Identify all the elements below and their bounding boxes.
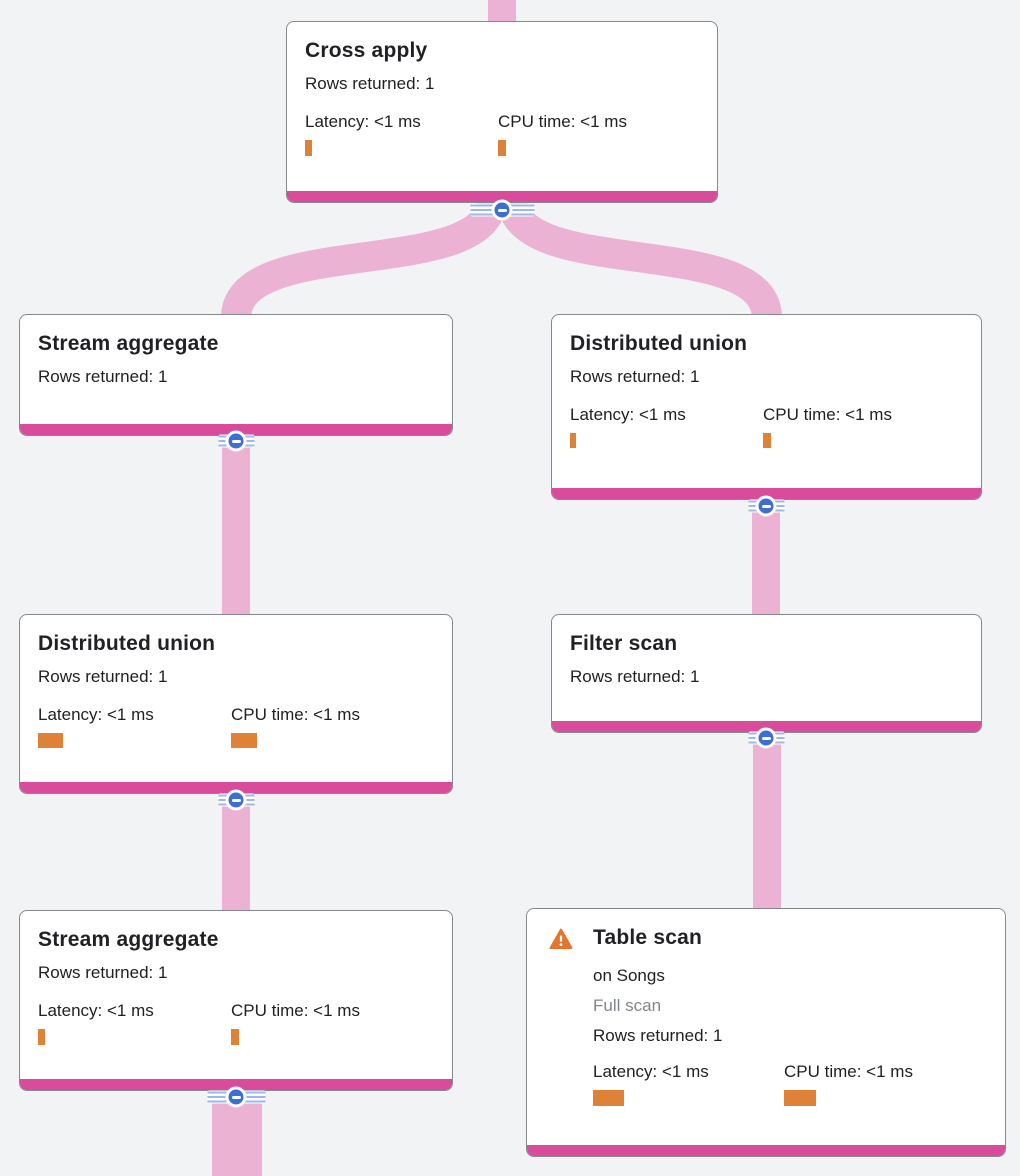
plan-node-stream-aggregate-bottom[interactable]: Stream aggregate Rows returned: 1 Latenc… — [19, 910, 453, 1091]
plan-node-cross-apply[interactable]: Cross apply Rows returned: 1 Latency: <1… — [286, 21, 718, 203]
link-filter-scan-to-table-scan — [753, 731, 781, 910]
collapse-button[interactable] — [218, 789, 254, 811]
cpu-bar — [231, 733, 257, 748]
node-metrics: Latency: <1 ms CPU time: <1 ms — [38, 702, 434, 748]
node-title: Stream aggregate — [38, 928, 219, 951]
node-accent-bar — [287, 191, 717, 202]
latency-bar — [570, 433, 576, 448]
node-title: Filter scan — [570, 632, 678, 655]
latency-metric: Latency: <1 ms — [38, 702, 231, 748]
rows-returned: Rows returned: 1 — [570, 667, 700, 686]
cpu-bar — [763, 433, 771, 448]
node-accent-bar — [20, 1079, 452, 1090]
cpu-metric: CPU time: <1 ms — [231, 998, 424, 1045]
link-stream-aggregate-to-distributed-union — [222, 434, 250, 616]
node-accent-bar — [527, 1145, 1005, 1156]
rows-returned: Rows returned: 1 — [570, 367, 700, 386]
collapse-button[interactable] — [218, 430, 254, 452]
plan-node-filter-scan[interactable]: Filter scan Rows returned: 1 — [551, 614, 982, 733]
rows-returned: Rows returned: 1 — [38, 963, 168, 982]
rows-returned: Rows returned: 1 — [38, 367, 168, 386]
collapse-button[interactable] — [207, 1086, 265, 1108]
cpu-metric: CPU time: <1 ms — [784, 1059, 975, 1106]
node-accent-bar — [20, 424, 452, 435]
collapse-button[interactable] — [748, 727, 784, 749]
minus-icon — [225, 1086, 247, 1108]
node-title: Distributed union — [38, 632, 216, 655]
latency-metric: Latency: <1 ms — [305, 109, 498, 156]
link-into-cross-apply — [488, 0, 516, 23]
link-cross-apply-to-distributed-union — [497, 195, 782, 320]
collapse-button[interactable] — [748, 495, 784, 517]
latency-bar — [593, 1090, 624, 1106]
node-title: Cross apply — [305, 39, 428, 62]
latency-metric: Latency: <1 ms — [38, 998, 231, 1045]
latency-metric: Latency: <1 ms — [570, 402, 763, 448]
node-metrics: Latency: <1 ms CPU time: <1 ms — [570, 402, 963, 448]
node-metrics: Latency: <1 ms CPU time: <1 ms — [38, 998, 434, 1045]
plan-node-distributed-union-right[interactable]: Distributed union Rows returned: 1 Laten… — [551, 314, 982, 500]
scan-target: on Songs — [593, 966, 665, 985]
link-cross-apply-to-stream-aggregate — [221, 195, 507, 320]
warning-triangle-icon — [549, 928, 573, 950]
cpu-metric: CPU time: <1 ms — [231, 702, 424, 748]
node-accent-bar — [20, 782, 452, 793]
cpu-bar — [498, 140, 506, 156]
link-distributed-union-to-filter-scan — [752, 498, 780, 616]
rows-returned: Rows returned: 1 — [593, 1026, 723, 1045]
cpu-bar — [231, 1029, 239, 1045]
node-title: Stream aggregate — [38, 332, 219, 355]
minus-icon — [225, 789, 247, 811]
node-title: Distributed union — [570, 332, 748, 355]
plan-node-distributed-union-left[interactable]: Distributed union Rows returned: 1 Laten… — [19, 614, 453, 794]
latency-metric: Latency: <1 ms — [593, 1059, 784, 1106]
rows-returned: Rows returned: 1 — [38, 667, 168, 686]
node-accent-bar — [552, 721, 981, 732]
node-title: Table scan — [593, 926, 702, 949]
link-distributed-union-to-stream-aggregate — [222, 792, 250, 912]
latency-bar — [38, 1029, 45, 1045]
scan-type: Full scan — [593, 996, 662, 1015]
plan-node-stream-aggregate-top[interactable]: Stream aggregate Rows returned: 1 — [19, 314, 453, 436]
node-metrics: Latency: <1 ms CPU time: <1 ms — [593, 1059, 975, 1106]
cpu-bar — [784, 1090, 816, 1106]
node-metrics: Latency: <1 ms CPU time: <1 ms — [305, 109, 699, 156]
latency-bar — [305, 140, 312, 156]
minus-icon — [755, 495, 777, 517]
minus-icon — [755, 727, 777, 749]
minus-icon — [491, 199, 513, 221]
cpu-metric: CPU time: <1 ms — [763, 402, 956, 448]
minus-icon — [225, 430, 247, 452]
collapse-button[interactable] — [470, 199, 534, 221]
node-accent-bar — [552, 488, 981, 499]
plan-node-table-scan[interactable]: Table scan on Songs Full scan Rows retur… — [526, 908, 1006, 1157]
latency-bar — [38, 733, 63, 748]
cpu-metric: CPU time: <1 ms — [498, 109, 691, 156]
rows-returned: Rows returned: 1 — [305, 74, 435, 93]
